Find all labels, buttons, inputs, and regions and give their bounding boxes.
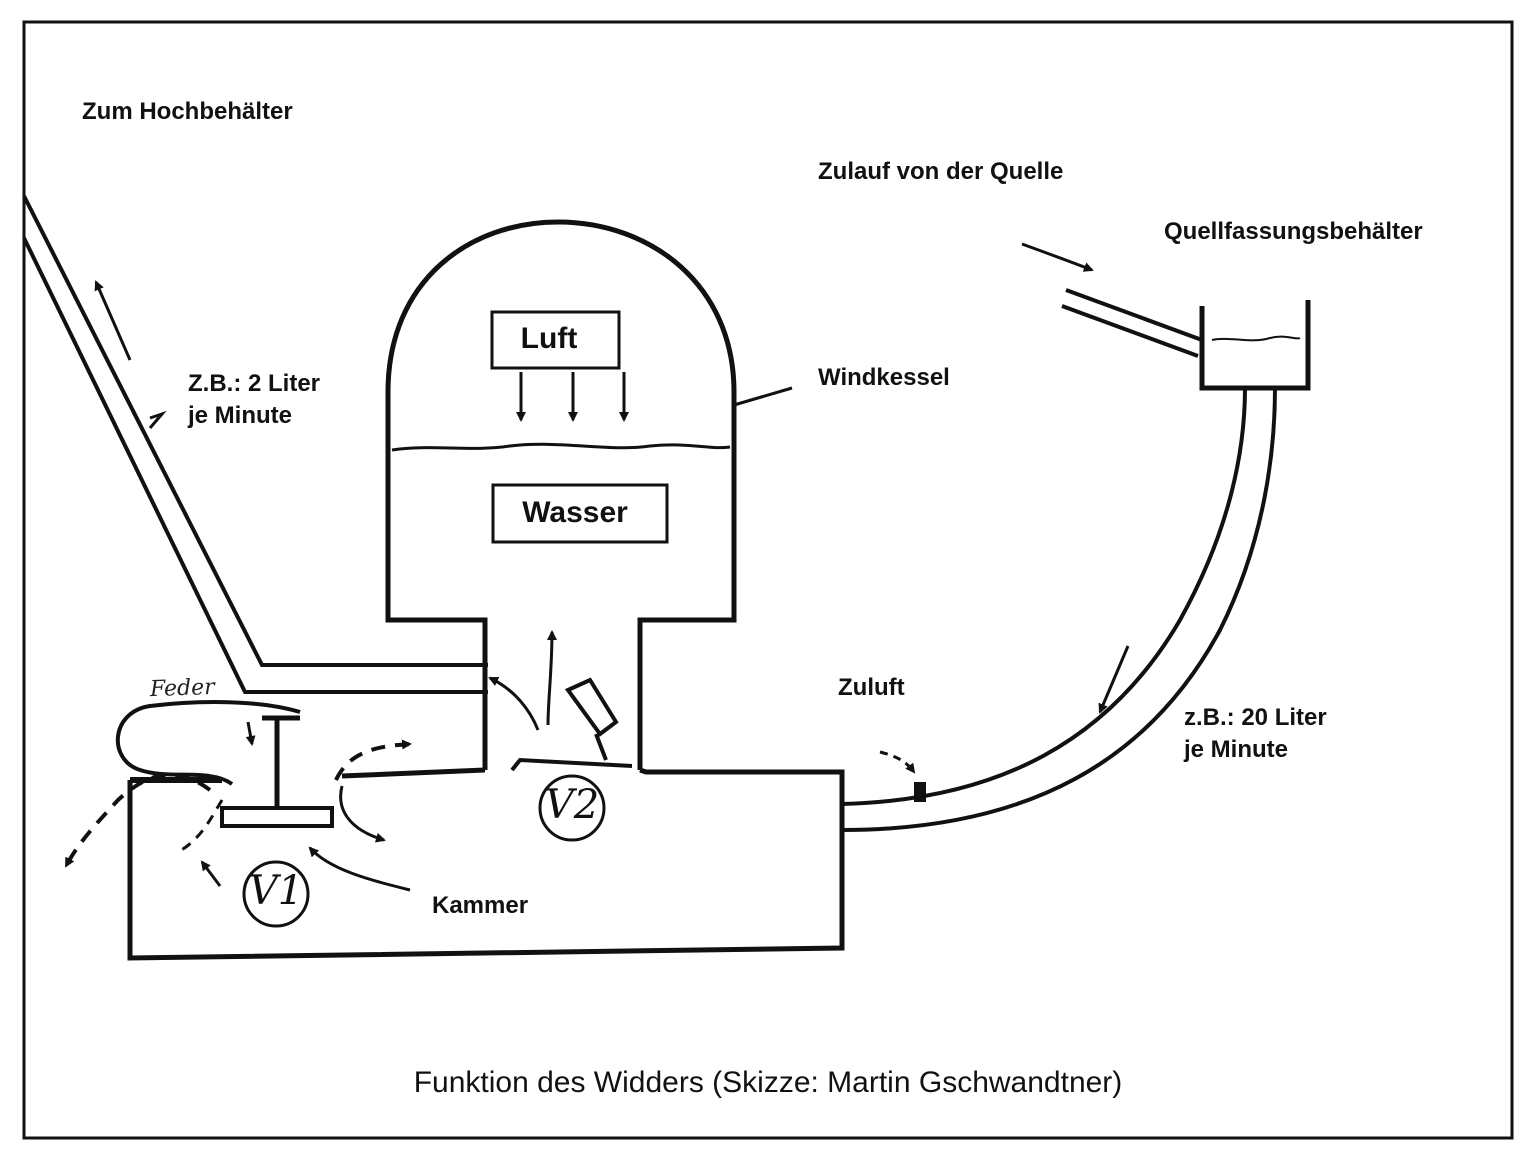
flow-up-arrow xyxy=(546,630,557,726)
water-surface xyxy=(391,442,731,452)
label-luft: Luft xyxy=(520,322,578,355)
zuluft-inlet xyxy=(914,782,926,802)
v1-flow-arrow-left-down xyxy=(177,799,224,854)
feder-spring xyxy=(115,700,301,786)
source-inflow-pipe xyxy=(1061,288,1203,358)
supply-down-arrow xyxy=(1098,645,1130,714)
v1-flow-arrow-down xyxy=(339,785,386,843)
label-outflow-rate-1: Z.B.: 2 Liter xyxy=(188,370,321,397)
v2-circle xyxy=(538,774,606,842)
flow-left-arrow xyxy=(488,676,540,731)
v2-valve-stem xyxy=(594,733,608,761)
quellfassung-tank xyxy=(1199,300,1311,391)
label-zulauf-quelle: Zulauf von der Quelle xyxy=(818,158,1064,185)
kammer-leader-arrow xyxy=(308,846,411,892)
label-feder: Feder xyxy=(149,674,216,703)
label-inflow-rate-1: z.B.: 20 Liter xyxy=(1184,704,1327,731)
figure-frame xyxy=(22,20,1514,1140)
delivery-pipe-inner xyxy=(22,237,488,694)
v2-valve-body xyxy=(564,677,619,737)
source-flow-arrow xyxy=(1021,242,1094,272)
zuluft-arrow xyxy=(879,750,916,774)
label-zuluft: Zuluft xyxy=(838,674,905,701)
wasser-box xyxy=(491,483,669,544)
label-zum-hochbehaelter: Zum Hochbehälter xyxy=(82,98,293,125)
v1-down-arrow xyxy=(245,721,256,746)
label-inflow-rate-2: je Minute xyxy=(1184,736,1289,763)
label-windkessel: Windkessel xyxy=(818,364,950,391)
windkessel-leader-line xyxy=(733,386,793,407)
luft-box xyxy=(490,310,621,370)
v1-flow-arrow-in xyxy=(200,860,222,887)
pencil-mark xyxy=(148,410,167,429)
v1-circle xyxy=(242,860,310,928)
label-wasser: Wasser xyxy=(522,496,628,529)
figure-caption: Funktion des Widders (Skizze: Martin Gsc… xyxy=(413,1066,1123,1099)
supply-pipe-outer xyxy=(841,387,1247,806)
delivery-up-arrow xyxy=(94,280,132,361)
v1-valve-plate xyxy=(220,806,334,828)
label-quellfassungsbehaelter: Quellfassungsbehälter xyxy=(1164,218,1423,245)
supply-pipe-inner xyxy=(841,387,1277,832)
label-v2: V2 xyxy=(544,782,600,828)
label-v1: V1 xyxy=(248,868,304,914)
v1-outflow-arrow-left xyxy=(64,772,212,868)
kammer-chamber xyxy=(127,767,845,961)
delivery-pipe-outer xyxy=(22,195,488,667)
tank-water xyxy=(1211,335,1301,342)
windkessel-vessel xyxy=(385,219,737,770)
v2-valve-seat xyxy=(510,757,633,772)
v1-outflow-arrow-right xyxy=(334,739,412,781)
label-outflow-rate-2: je Minute xyxy=(188,402,293,429)
label-kammer: Kammer xyxy=(432,892,529,919)
